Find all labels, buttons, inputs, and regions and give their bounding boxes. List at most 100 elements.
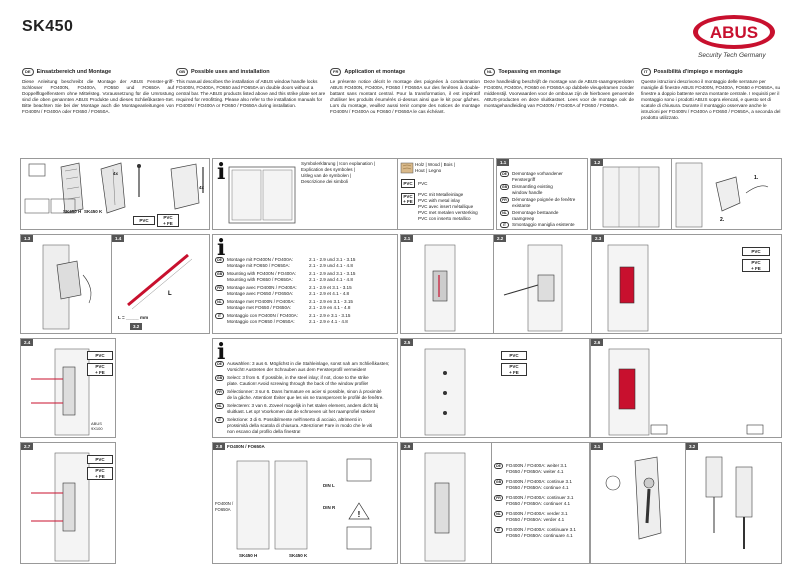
step-1-4-panel: 1.4 L L = _____ mm 3.2	[112, 234, 210, 334]
part-label-k: SK450 K	[84, 209, 103, 214]
strike-plates-illustration	[24, 162, 204, 214]
step-2-7-panel: 2.7 PVC PVC+ FE	[20, 442, 116, 564]
lang-code: FR	[330, 68, 342, 76]
pvc-fe-badge: PVC+ FE	[742, 259, 770, 272]
brand-tagline: Security Tech Germany	[698, 52, 766, 59]
pvc-fe-badge: PVC+ FE	[87, 467, 113, 480]
step-2-3-panel: 2.3 PVC PVC+ FE	[592, 234, 782, 334]
lang-heading: Einsatzbereich und Montage	[36, 68, 112, 75]
step-tag: 2.8	[213, 443, 226, 450]
step-2-8-panel: 2.8 FO400N / FO650A ! FO400N /FO650A DIN…	[212, 442, 398, 564]
info-icon: i	[217, 159, 226, 185]
window-frame-illustration	[602, 166, 660, 228]
step-tag: 2.4	[21, 339, 34, 346]
lang-heading: Possible uses and installation	[191, 68, 270, 75]
model-labels: FO400N /FO650A	[215, 501, 234, 512]
lang-heading: Possibilità d'impiego e montaggio	[653, 68, 743, 75]
symbols-title: Symbolerklärung | Icon explanation |Expl…	[301, 161, 376, 184]
step-tag: 3.2	[686, 443, 699, 450]
step-3-2-panel: 3.2	[686, 442, 782, 564]
pvc-badge: PVC	[87, 351, 113, 360]
handle-removal-illustration: 1. 2.	[675, 162, 769, 228]
wood-icon	[400, 162, 414, 174]
quantity-label: 4x	[199, 185, 205, 190]
pvc-badge: PVC	[401, 179, 415, 188]
pvc-badge: PVC	[87, 455, 113, 464]
lang-code: NL	[484, 68, 496, 76]
fitted-plate-illustration	[424, 452, 466, 562]
lang-heading: Toepassing en montage	[498, 68, 561, 75]
step-tag: 3.1	[591, 443, 604, 450]
window-illustration	[228, 166, 296, 224]
din-left-label: DIN L	[323, 483, 335, 488]
info-icon: i	[217, 235, 226, 261]
step-1-3-panel: 1.3	[20, 234, 112, 334]
strike-plate-fit-illustration	[607, 244, 649, 332]
screwdriver-illustration	[608, 348, 764, 436]
symbol-legend-panel: Holz | Wood | Bois |Hout | Legno PVC PVC…	[398, 158, 494, 230]
marking-illustration	[503, 244, 563, 332]
screw-insert-illustration	[31, 348, 90, 436]
lang-body: Queste istruzioni descrivono il montaggi…	[641, 78, 781, 121]
step-tag: 1.3	[21, 235, 34, 242]
lang-body: This manual describes the installation o…	[176, 78, 326, 108]
pvc-fe-badge: PVC+ FE	[87, 363, 113, 376]
lang-code: GB	[176, 68, 188, 76]
part-label-h: SK450 H	[63, 209, 82, 214]
step-3-1-panel: 3.1	[590, 442, 686, 564]
step-2-5-panel: 2.5 PVC PVC+ FE	[400, 338, 590, 438]
pvc-fe-badge: PVC+ FE	[157, 214, 179, 227]
step-tag: 2.9	[401, 443, 414, 450]
handle-rotate-illustration	[42, 244, 92, 330]
screw-positions-illustration	[424, 348, 466, 436]
step-tag: 1.1	[497, 159, 510, 166]
lang-body: Deze handleiding beschrijft de montage v…	[484, 78, 634, 108]
step-tag: 2.5	[401, 339, 414, 346]
strike-plate-position-illustration	[424, 244, 456, 332]
lang-body: Le présente notice décrit le montage des…	[330, 78, 480, 114]
step-tag: 2.7	[21, 443, 34, 450]
pvc-fe-badge: PVC+ FE	[401, 193, 415, 205]
step-1-2-panel: 1.2	[590, 158, 672, 230]
lang-code: DE	[22, 68, 34, 76]
measure-illustration: L	[127, 253, 193, 310]
quantity-label: 4x	[113, 171, 119, 176]
info-symbols-panel: i Symbolerklärung | Icon explanation |Ex…	[212, 158, 398, 230]
svg-text:L: L	[168, 291, 172, 297]
plate-screwing-illustration	[31, 452, 90, 562]
svg-text:1.: 1.	[754, 175, 759, 181]
svg-text:!: !	[358, 510, 361, 519]
step-2-6-panel: 2.6	[590, 338, 782, 438]
brand-name: ABUS	[710, 23, 758, 42]
step-tag: 2.6	[591, 339, 604, 346]
din-orientation-illustration: !	[236, 458, 372, 550]
abus-logo: ABUS	[693, 15, 775, 49]
step-2-9-panel: 2.9	[400, 442, 492, 564]
lang-heading: Application et montage	[344, 68, 406, 75]
lang-body: Diese Anleitung beschreibt die Montage d…	[22, 78, 174, 114]
step-tag: 2.1	[401, 235, 414, 242]
part-label-k: SK450 K	[289, 553, 308, 558]
handle-removal-panel: 1. 2.	[672, 158, 782, 230]
